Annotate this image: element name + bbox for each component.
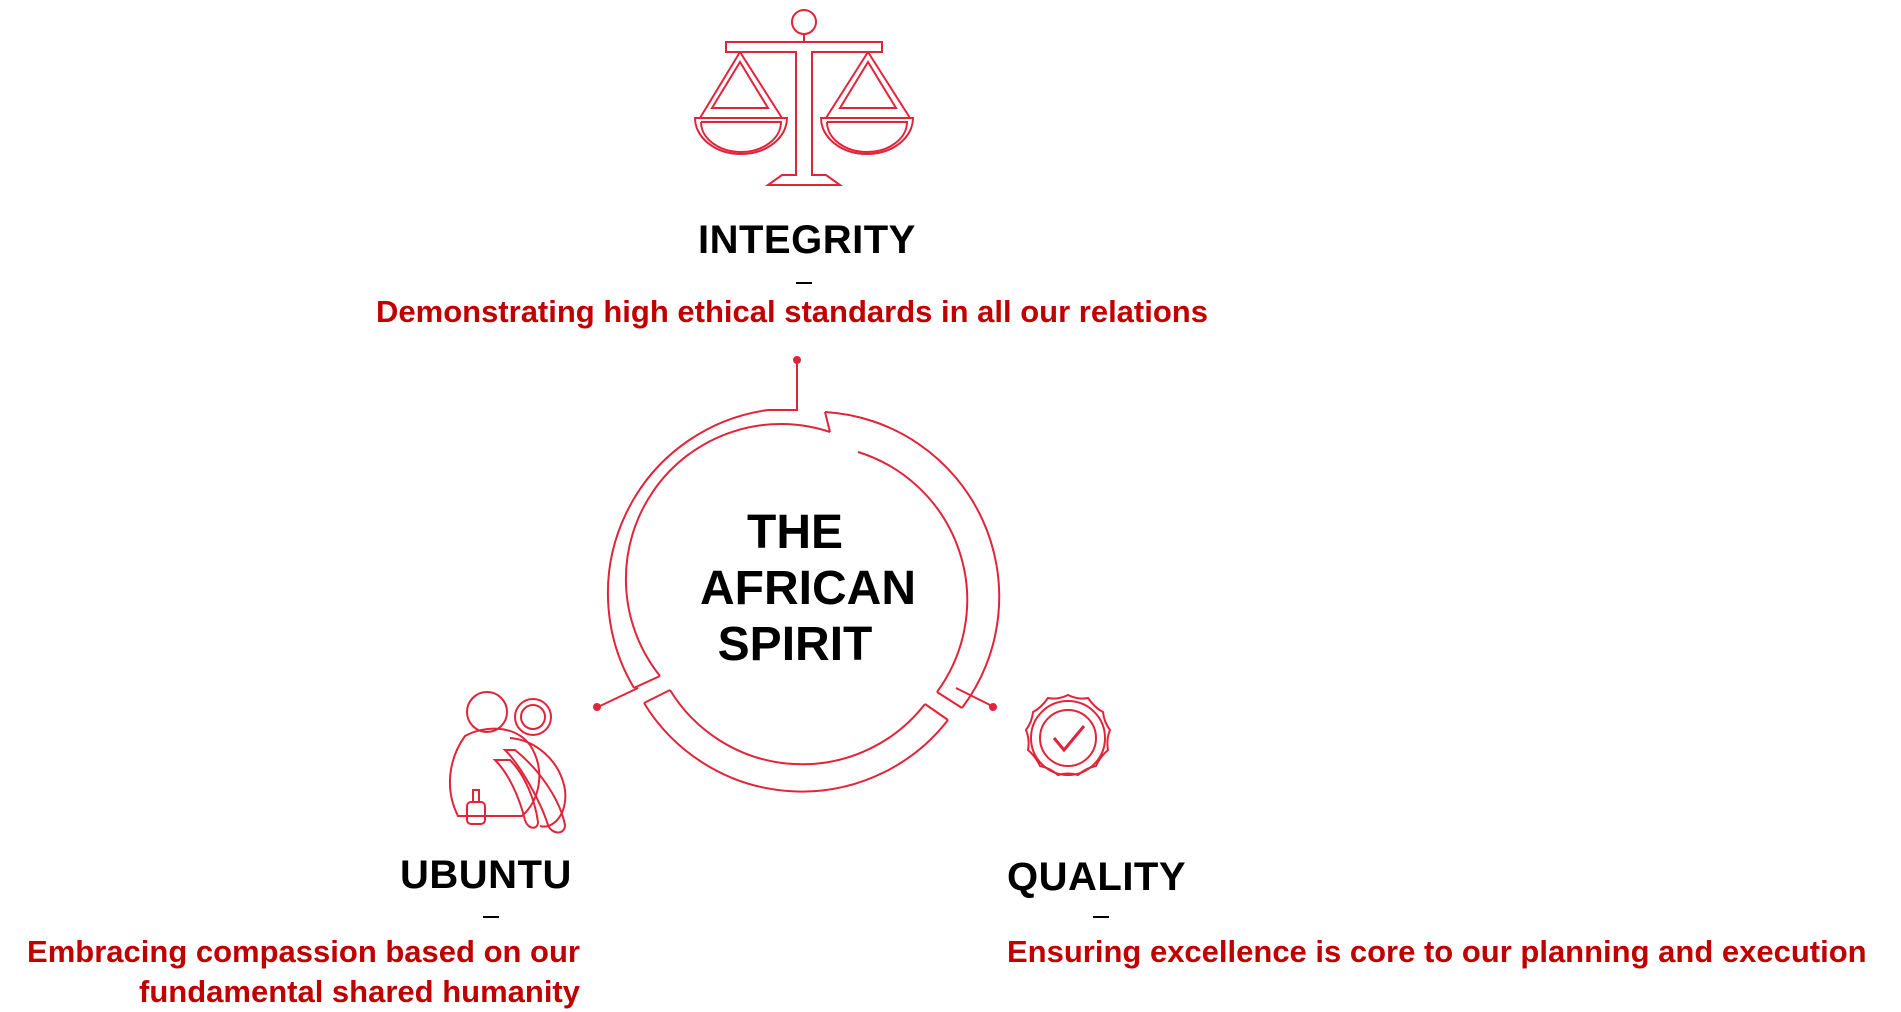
quality-divider bbox=[1093, 916, 1109, 918]
integrity-title: INTEGRITY bbox=[698, 218, 916, 262]
central-ring bbox=[606, 409, 1001, 793]
center-title-line3: SPIRIT bbox=[717, 618, 873, 671]
quality-description: Ensuring excellence is core to our plann… bbox=[1007, 934, 1867, 969]
center-title: THE AFRICAN SPIRIT bbox=[700, 505, 916, 673]
ubuntu-title: UBUNTU bbox=[400, 853, 572, 897]
ubuntu-description-line2: fundamental shared humanity bbox=[139, 974, 580, 1009]
integrity-description: Demonstrating high ethical standards in … bbox=[376, 294, 1208, 329]
scales-icon bbox=[693, 9, 915, 186]
quality-title: QUALITY bbox=[1007, 855, 1187, 899]
ubuntu-description-line1: Embracing compassion based on our bbox=[27, 934, 580, 969]
center-title-line1: THE bbox=[747, 506, 843, 559]
ubuntu-description: Embracing compassion based on our fundam… bbox=[0, 932, 580, 1012]
center-title-line2: AFRICAN bbox=[700, 562, 916, 615]
embracing-people-icon bbox=[448, 691, 567, 834]
integrity-connector bbox=[770, 356, 801, 411]
ubuntu-divider bbox=[483, 916, 499, 918]
quality-connector bbox=[955, 687, 997, 711]
quality-badge-icon bbox=[1024, 693, 1112, 777]
integrity-divider bbox=[796, 282, 812, 284]
ubuntu-connector bbox=[593, 687, 639, 711]
